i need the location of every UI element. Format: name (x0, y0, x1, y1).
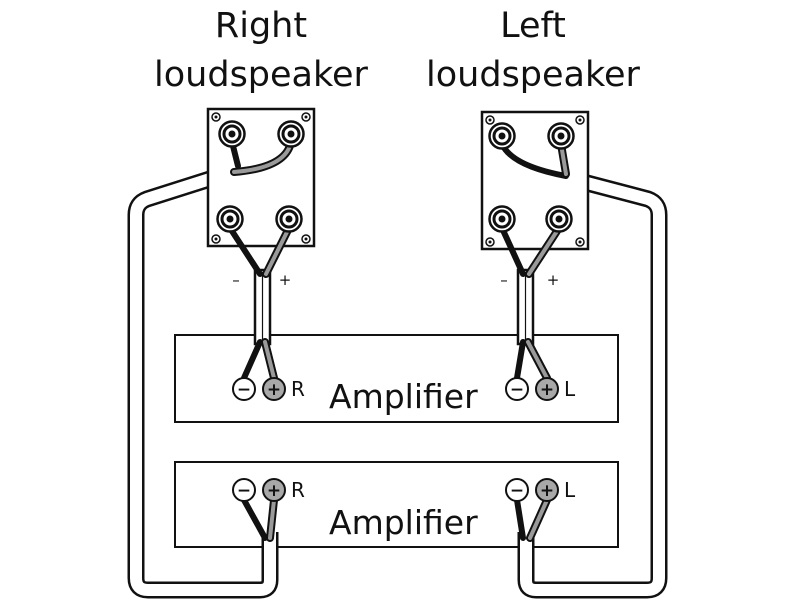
right-speaker-plus-mark: + (279, 271, 292, 289)
left-speaker-plus-mark: + (547, 271, 560, 289)
right-short-cable (253, 268, 272, 346)
svg-text:−: − (510, 380, 524, 400)
amplifier-2-right-wires (241, 496, 278, 542)
amplifier-2-right-minus-terminal: − (232, 478, 256, 502)
right-speaker-title-line2: loudspeaker (154, 55, 369, 95)
svg-text:−: − (510, 481, 524, 501)
svg-text:+: + (540, 380, 554, 400)
amplifier-1-left-minus-terminal: − (505, 377, 529, 401)
amplifier-1-right-channel-label: R (291, 377, 305, 401)
amplifier-1-left-channel-label: L (564, 377, 576, 401)
amplifier-2-right-channel-label: R (291, 478, 305, 502)
amplifier-2-left-wires (514, 496, 551, 542)
amplifier-1-left-plus-terminal: + (535, 377, 559, 401)
amplifier-1-right-wires (241, 338, 278, 382)
right-long-cable (127, 163, 279, 599)
svg-text:+: + (267, 380, 281, 400)
left-speaker-title-line1: Left (500, 6, 566, 46)
left-short-cable (516, 268, 535, 346)
left-speaker-minus-mark: – (500, 271, 508, 289)
amplifier-2-left-plus-terminal: + (535, 478, 559, 502)
amplifier-2-right-plus-terminal: + (262, 478, 286, 502)
amplifier-1-right-minus-terminal: − (232, 377, 256, 401)
right-speaker-title-line1: Right (215, 6, 307, 46)
left-speaker-title-line2: loudspeaker (426, 55, 641, 95)
amplifier-2-left-channel-label: L (564, 478, 576, 502)
svg-text:+: + (267, 481, 281, 501)
svg-text:−: − (237, 380, 251, 400)
right-speaker-minus-mark: – (232, 271, 240, 289)
amplifier-1-label: Amplifier (329, 377, 478, 416)
amplifier-1-right-plus-terminal: + (262, 377, 286, 401)
svg-text:+: + (540, 481, 554, 501)
amplifier-2-left-minus-terminal: − (505, 478, 529, 502)
left-long-cable (517, 169, 668, 599)
amplifier-2-label: Amplifier (329, 503, 478, 542)
amplifier-1-left-wires (514, 338, 551, 382)
svg-text:−: − (237, 481, 251, 501)
